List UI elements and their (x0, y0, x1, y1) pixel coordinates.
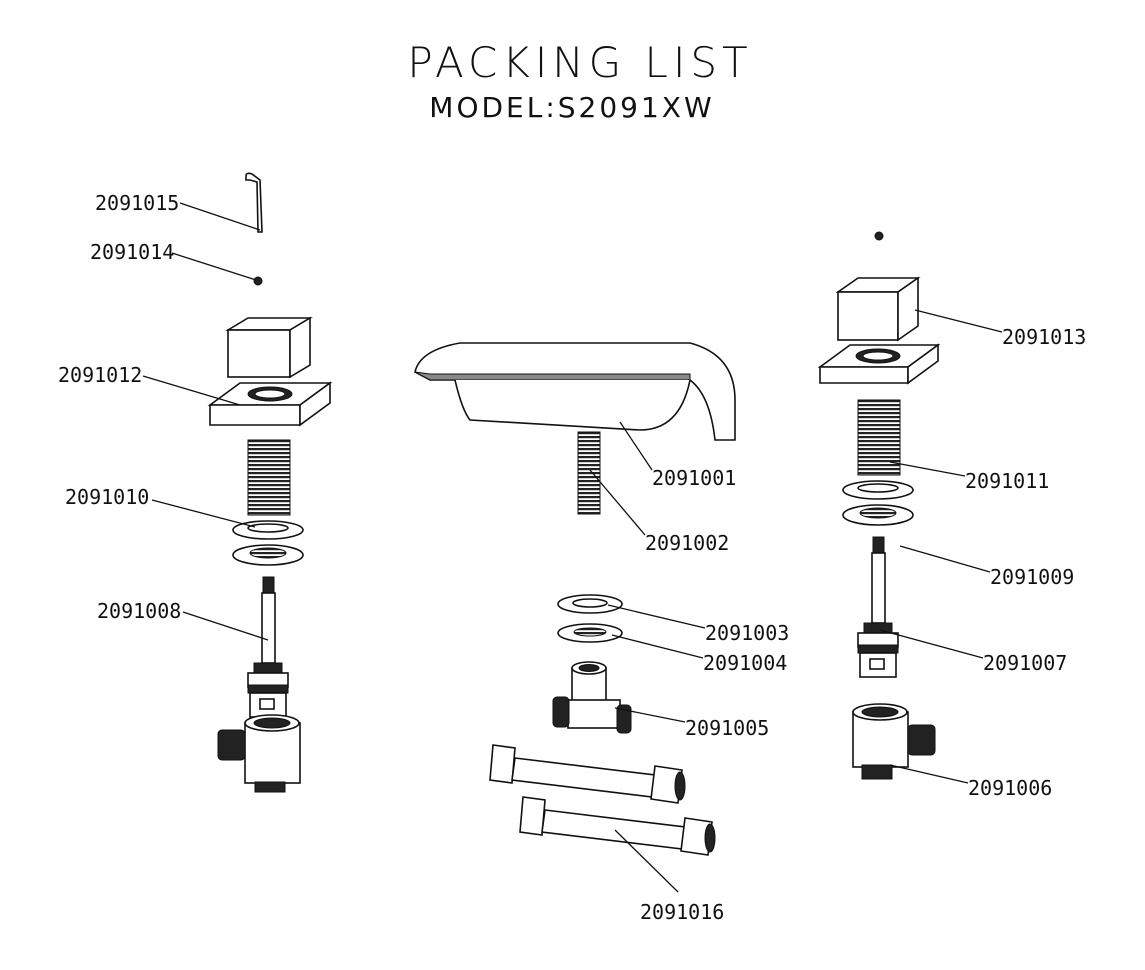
label-2091013: 2091013 (1002, 325, 1086, 349)
grub-screw (253, 276, 263, 286)
label-2091007: 2091007 (983, 651, 1067, 675)
right-valve-assembly (817, 231, 941, 780)
spout-tailpiece (577, 431, 601, 515)
spout (414, 342, 736, 515)
connecting-hose-1 (489, 744, 686, 804)
left-valve-body (217, 714, 301, 793)
left-sleeve-washers-cartridge (232, 439, 304, 718)
label-2091002: 2091002 (645, 531, 729, 555)
allen-key (245, 172, 263, 233)
label-2091014: 2091014 (90, 240, 174, 264)
right-valve-body (852, 703, 936, 780)
label-2091010: 2091010 (65, 485, 149, 509)
label-2091009: 2091009 (990, 565, 1074, 589)
label-2091003: 2091003 (705, 621, 789, 645)
label-2091008: 2091008 (97, 599, 181, 623)
label-2091004: 2091004 (703, 651, 787, 675)
label-2091012: 2091012 (58, 363, 142, 387)
leader-lines (142, 202, 1003, 893)
label-2091001: 2091001 (652, 466, 736, 490)
tee-fitting (552, 661, 632, 734)
left-escutcheon-plate (207, 381, 333, 427)
label-2091011: 2091011 (965, 469, 1049, 493)
left-handle (225, 316, 313, 379)
left-valve-assembly (207, 172, 333, 793)
label-2091005: 2091005 (685, 716, 769, 740)
page-title: PACKING LIST (407, 38, 752, 87)
label-2091015: 2091015 (95, 191, 179, 215)
right-handle (835, 276, 921, 342)
right-escutcheon-plate (817, 343, 941, 385)
grub-screw-right (874, 231, 884, 241)
label-2091006: 2091006 (968, 776, 1052, 800)
label-2091016: 2091016 (640, 900, 724, 924)
center-fittings (489, 594, 716, 856)
connecting-hose-2 (519, 796, 716, 856)
model-number: MODEL:S2091XW (429, 91, 714, 124)
